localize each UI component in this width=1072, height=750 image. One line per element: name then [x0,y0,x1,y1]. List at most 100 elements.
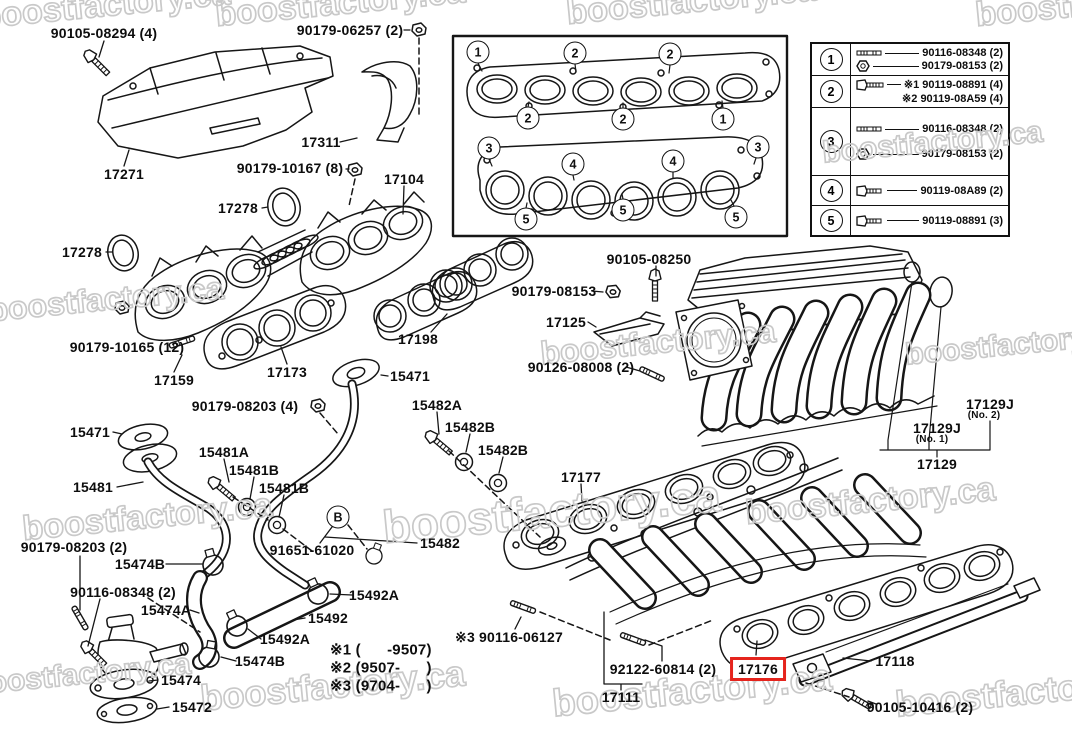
part-label-90105-08294-4: 90105-08294 (4) [50,25,158,41]
dashed-assembly-lines [147,37,850,698]
gasket-17173-drawing [203,284,347,370]
gasket-17177-drawing [503,441,806,570]
part-label-90116-08348-2: 90116-08348 (2) [70,584,176,600]
part-label-15471: 15471 [70,424,110,440]
bracket-17129-leaders [879,281,991,458]
callout-1-icon: 1 [466,40,490,64]
legend-part-number: 90179-08153 (2) [921,60,1003,72]
callout-4-icon: 4 [819,179,843,202]
callout-2-icon: 2 [516,106,540,130]
callout-3-icon: 3 [819,130,843,153]
part-label-17176-highlighted: 17176 [730,657,786,681]
legend-part-number: ※1 90119-08891 (4) [903,79,1003,92]
part-label-17278: 17278 [218,200,258,216]
bolt-icon [80,46,113,79]
stud-icon [638,365,666,383]
part-label-90179-10165-12: 90179-10165 (12) [69,339,185,355]
part-label-15472: 15472 [172,699,212,715]
part-label-17198: 17198 [398,331,438,347]
fastener-legend-table: 1 90116-08348 (2) 90179-08153 (2) 2 ※1 9… [810,42,1010,237]
callout-1-icon: 1 [819,48,843,71]
callout-1-icon: 1 [711,107,735,131]
intake-manifold-drawing [675,245,953,447]
part-label-17278: 17278 [62,244,102,260]
washer-icon [237,497,257,517]
callout-5-icon: 5 [724,205,748,229]
part-label-15481: 15481 [73,479,113,495]
callout-5-icon: 5 [819,209,843,232]
callout-B-icon: B [326,505,350,529]
part-label-15492: 15492 [308,610,348,626]
part-label-90126-08008-2: 90126-08008 (2) [527,359,635,375]
callout-4-icon: 4 [561,152,585,176]
part-label-92122-60814-2: 92122-60814 (2) [609,661,717,677]
part-label-15482: 15482 [420,535,460,551]
nut-icon [856,148,870,160]
part-label-17271: 17271 [104,166,144,182]
part-label-15474: 15474 [161,672,201,688]
washer-icon [454,452,474,472]
part-label-90179-10167-8: 90179-10167 (8) [236,160,344,176]
bolt-icon [856,184,884,197]
part-label-15492A: 15492A [348,587,400,603]
clamp-icon [363,540,387,567]
part-label-15474A: 15474A [140,602,192,618]
callout-3-icon: 3 [746,135,770,159]
legend-part-number: 90116-08348 (2) [922,47,1003,59]
bracket-17125-drawing [593,311,665,347]
nut-icon [411,22,427,37]
part-label-17159: 17159 [154,372,194,388]
part-label-※1-9507: ※1 ( -9507) [330,641,432,659]
washer-icon [267,515,287,535]
lower-intake-manifold-17111-drawing [565,457,927,625]
part-label-※2-9507: ※2 (9507- ) [330,659,432,677]
part-label-15482B: 15482B [444,419,496,435]
nut-icon [310,398,326,413]
part-label-90179-08203-2: 90179-08203 (2) [20,539,128,555]
callout-2-icon: 2 [563,41,587,65]
part-label-15492A: 15492A [259,631,311,647]
hose-15474a-drawing [186,570,218,670]
bracket-17311-drawing [361,60,418,143]
part-label-17311: 17311 [301,134,341,150]
part-label-17104: 17104 [384,171,424,187]
part-label-※3-90116-06127: ※3 90116-06127 [455,629,563,645]
callout-2-icon: 2 [658,42,682,66]
part-label-17118: 17118 [875,653,915,669]
leader-lines [79,29,877,710]
part-label-17177: 17177 [561,469,601,485]
nut-icon [604,283,622,300]
part-label-15471: 15471 [390,368,430,384]
legend-part-number: 90119-08891 (3) [922,214,1003,227]
oil-pipe-15481-drawing [117,423,231,583]
bolt-icon [648,268,662,302]
callout-2-icon: 2 [819,80,843,103]
nut-icon [856,60,870,72]
callout-4-icon: 4 [661,149,685,173]
part-label-15482A: 15482A [411,397,463,413]
legend-row-3: 3 90116-08348 (2) 90179-08153 (2) [812,107,1008,175]
gasket-17176-drawing [719,544,1014,670]
part-label-15481B: 15481B [228,462,280,478]
part-label-※3-9704: ※3 (9704- ) [330,677,432,695]
part-label-90179-08203-4: 90179-08203 (4) [191,398,299,414]
part-label-17173: 17173 [267,364,307,380]
callout-5-icon: 5 [514,207,538,231]
legend-row-5: 5 90119-08891 (3) [812,205,1008,235]
legend-part-number: 90179-08153 (2) [921,148,1003,160]
legend-row-4: 4 90119-08A89 (2) [812,175,1008,205]
legend-part-number: 90119-08A89 (2) [920,184,1003,197]
part-label-17129J: 17129J [966,396,1014,412]
part-label-15481A: 15481A [198,444,250,460]
stud-icon [619,631,647,647]
part-label-17129J: 17129J [913,420,961,436]
bolt-icon [856,214,884,227]
oil-pipe-15482-drawing [253,358,567,590]
legend-part-number: ※2 90119-08A59 (4) [902,92,1003,105]
stay-17118-drawing [792,577,1041,687]
seal-17278-drawing [107,187,301,272]
part-label-17111: 17111 [601,689,641,705]
legend-row-2: 2 ※1 90119-08891 (4) ※2 90119-08A59 (4) [812,75,1008,107]
